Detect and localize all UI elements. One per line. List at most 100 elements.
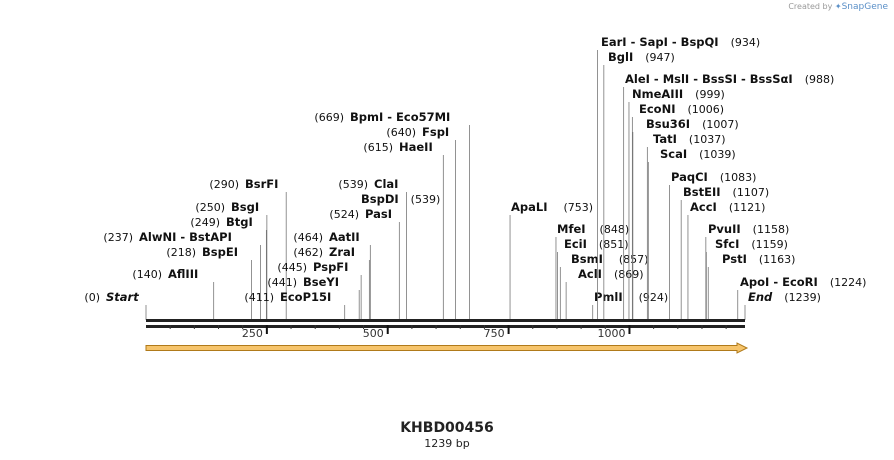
restriction-sites: Start(0)AflIII(140)BspEI(218)AlwNI - Bst… xyxy=(84,35,866,320)
site-start[interactable]: Start(0) xyxy=(84,290,147,320)
backbone-top-strand xyxy=(146,319,745,322)
site-alwni[interactable]: AlwNI - BstAPI(237) xyxy=(103,230,261,320)
site-name[interactable]: Bsu36I xyxy=(646,117,690,131)
site-position: (462) xyxy=(293,246,323,259)
site-name[interactable]: AlwNI - BstAPI xyxy=(139,230,232,244)
site-name[interactable]: FspI xyxy=(422,125,449,139)
site-position: (924) xyxy=(639,291,669,304)
site-psti[interactable]: PstI (1163) xyxy=(707,252,796,320)
site-name[interactable]: PstI xyxy=(722,252,747,266)
site-bsgi[interactable]: BsgI(250) xyxy=(195,200,268,320)
site-name[interactable]: ScaI xyxy=(660,147,687,161)
site-name[interactable]: HaeII xyxy=(399,140,433,154)
site-paqci[interactable]: PaqCI(1083) xyxy=(669,170,757,320)
site-btgi[interactable]: BtgI (249) xyxy=(190,215,267,320)
site-name[interactable]: ClaI xyxy=(374,177,398,191)
site-name[interactable]: BsrFI xyxy=(245,177,278,191)
site-scai[interactable]: ScaI (1039) xyxy=(647,147,736,320)
site-name[interactable]: PasI xyxy=(365,207,392,221)
site-name[interactable]: AclI xyxy=(578,267,602,281)
site-name[interactable]: NmeAIII xyxy=(632,87,683,101)
site-econi[interactable]: EcoNI(1006) xyxy=(631,102,724,320)
site-name[interactable]: TatI xyxy=(653,132,677,146)
site-name[interactable]: BspEI xyxy=(202,245,238,259)
site-name[interactable]: BpmI - Eco57MI xyxy=(350,110,450,124)
site-position: (539) xyxy=(338,178,368,191)
site-position: (1163) xyxy=(759,253,796,266)
site-position: (1039) xyxy=(699,148,736,161)
site-bspdi[interactable]: BspDI(539) xyxy=(361,192,440,206)
site-sfci[interactable]: SfcI(1159) xyxy=(705,237,788,320)
site-bsmi[interactable]: BsmI(857) xyxy=(559,252,648,320)
site-name[interactable]: ZraI xyxy=(329,245,355,259)
site-name[interactable]: End xyxy=(748,290,773,304)
site-name[interactable]: BstEII xyxy=(683,185,721,199)
site-name[interactable]: AccI xyxy=(690,200,717,214)
site-apoi[interactable]: ApoI - EcoRI(1224) xyxy=(737,275,867,320)
site-position: (1158) xyxy=(753,223,790,236)
site-name[interactable]: EciI xyxy=(564,237,587,251)
site-ecop15i[interactable]: EcoP15I(411) xyxy=(244,290,346,320)
site-name[interactable]: EcoP15I xyxy=(280,290,331,304)
site-name[interactable]: BspDI xyxy=(361,192,399,206)
site-name[interactable]: PspFI xyxy=(313,260,348,274)
site-ecii[interactable]: EciI(851) xyxy=(557,237,629,320)
site-name[interactable]: EcoNI xyxy=(639,102,675,116)
site-name[interactable]: AatII xyxy=(329,230,360,244)
feature-arrow-shape[interactable] xyxy=(145,342,749,354)
site-alei[interactable]: AleI - MslI - BssSI - BssSαI(988) xyxy=(623,72,835,320)
site-name[interactable]: AflIII xyxy=(168,267,198,281)
site-position: (218) xyxy=(166,246,196,259)
site-mfei[interactable]: MfeI(848) xyxy=(555,222,629,320)
site-position: (640) xyxy=(386,126,416,139)
site-position: (445) xyxy=(277,261,307,274)
site-fspi[interactable]: FspI (640) xyxy=(386,125,456,320)
snapgene-brand: Created by ✦SnapGene xyxy=(788,2,888,12)
site-zrai[interactable]: ZraI (462) xyxy=(293,245,370,320)
site-end[interactable]: End(1239) xyxy=(744,290,821,320)
site-pmli[interactable]: PmlI (924) xyxy=(592,290,669,320)
ruler-tick-label: 250 xyxy=(242,327,263,340)
site-bsteii[interactable]: BstEII(1107) xyxy=(680,185,769,320)
site-acci[interactable]: AccI(1121) xyxy=(687,200,765,320)
site-position: (249) xyxy=(190,216,220,229)
site-pvuii[interactable]: PvuII (1158) xyxy=(705,222,790,320)
sequence-backbone xyxy=(146,319,745,328)
site-pspfi[interactable]: PspFI (445) xyxy=(277,260,362,320)
site-tati[interactable]: TatI(1037) xyxy=(646,132,725,320)
site-name[interactable]: BglI xyxy=(608,50,633,64)
site-nmeaiii[interactable]: NmeAIII(999) xyxy=(628,87,725,320)
site-name[interactable]: BsmI xyxy=(571,252,603,266)
site-name[interactable]: PaqCI xyxy=(671,170,708,184)
site-name[interactable]: AleI - MslI - BssSI - BssSαI xyxy=(625,72,793,86)
site-position: (140) xyxy=(132,268,162,281)
site-name[interactable]: EarI - SapI - BspQI xyxy=(601,35,719,49)
sequence-length: 1239 bp xyxy=(424,437,470,450)
site-name[interactable]: ApoI - EcoRI xyxy=(740,275,818,289)
site-name[interactable]: ApaLI xyxy=(511,200,548,214)
site-pasi[interactable]: PasI(524) xyxy=(329,207,400,320)
site-name[interactable]: BsgI xyxy=(231,200,259,214)
site-name[interactable]: Start xyxy=(106,290,139,304)
site-afliii[interactable]: AflIII (140) xyxy=(132,267,215,320)
site-name[interactable]: SfcI xyxy=(715,237,739,251)
site-bspei[interactable]: BspEI (218) xyxy=(166,245,252,320)
site-name[interactable]: MfeI xyxy=(557,222,586,236)
site-bpmi[interactable]: BpmI - Eco57MI(669) xyxy=(314,110,470,320)
site-name[interactable]: PvuII xyxy=(708,222,741,236)
site-aatii[interactable]: AatII(464) xyxy=(293,230,371,320)
site-name[interactable]: BseYI xyxy=(303,275,339,289)
site-clai[interactable]: ClaI (539) xyxy=(338,177,407,320)
site-bsrfi[interactable]: BsrFI(290) xyxy=(209,177,287,320)
site-apali[interactable]: ApaLI(753) xyxy=(509,200,593,320)
site-name[interactable]: PmlI xyxy=(594,290,623,304)
site-bseyi[interactable]: BseYI(441) xyxy=(267,275,360,320)
site-position: (934) xyxy=(731,36,761,49)
site-haeii[interactable]: HaeII(615) xyxy=(363,140,444,320)
feature-arrow[interactable] xyxy=(145,342,749,354)
site-position: (1007) xyxy=(702,118,739,131)
site-bgli[interactable]: BglI(947) xyxy=(603,50,675,320)
site-eari[interactable]: EarI - SapI - BspQI (934) xyxy=(597,35,761,320)
site-bsu36i[interactable]: Bsu36I (1007) xyxy=(632,117,739,320)
site-name[interactable]: BtgI xyxy=(226,215,253,229)
